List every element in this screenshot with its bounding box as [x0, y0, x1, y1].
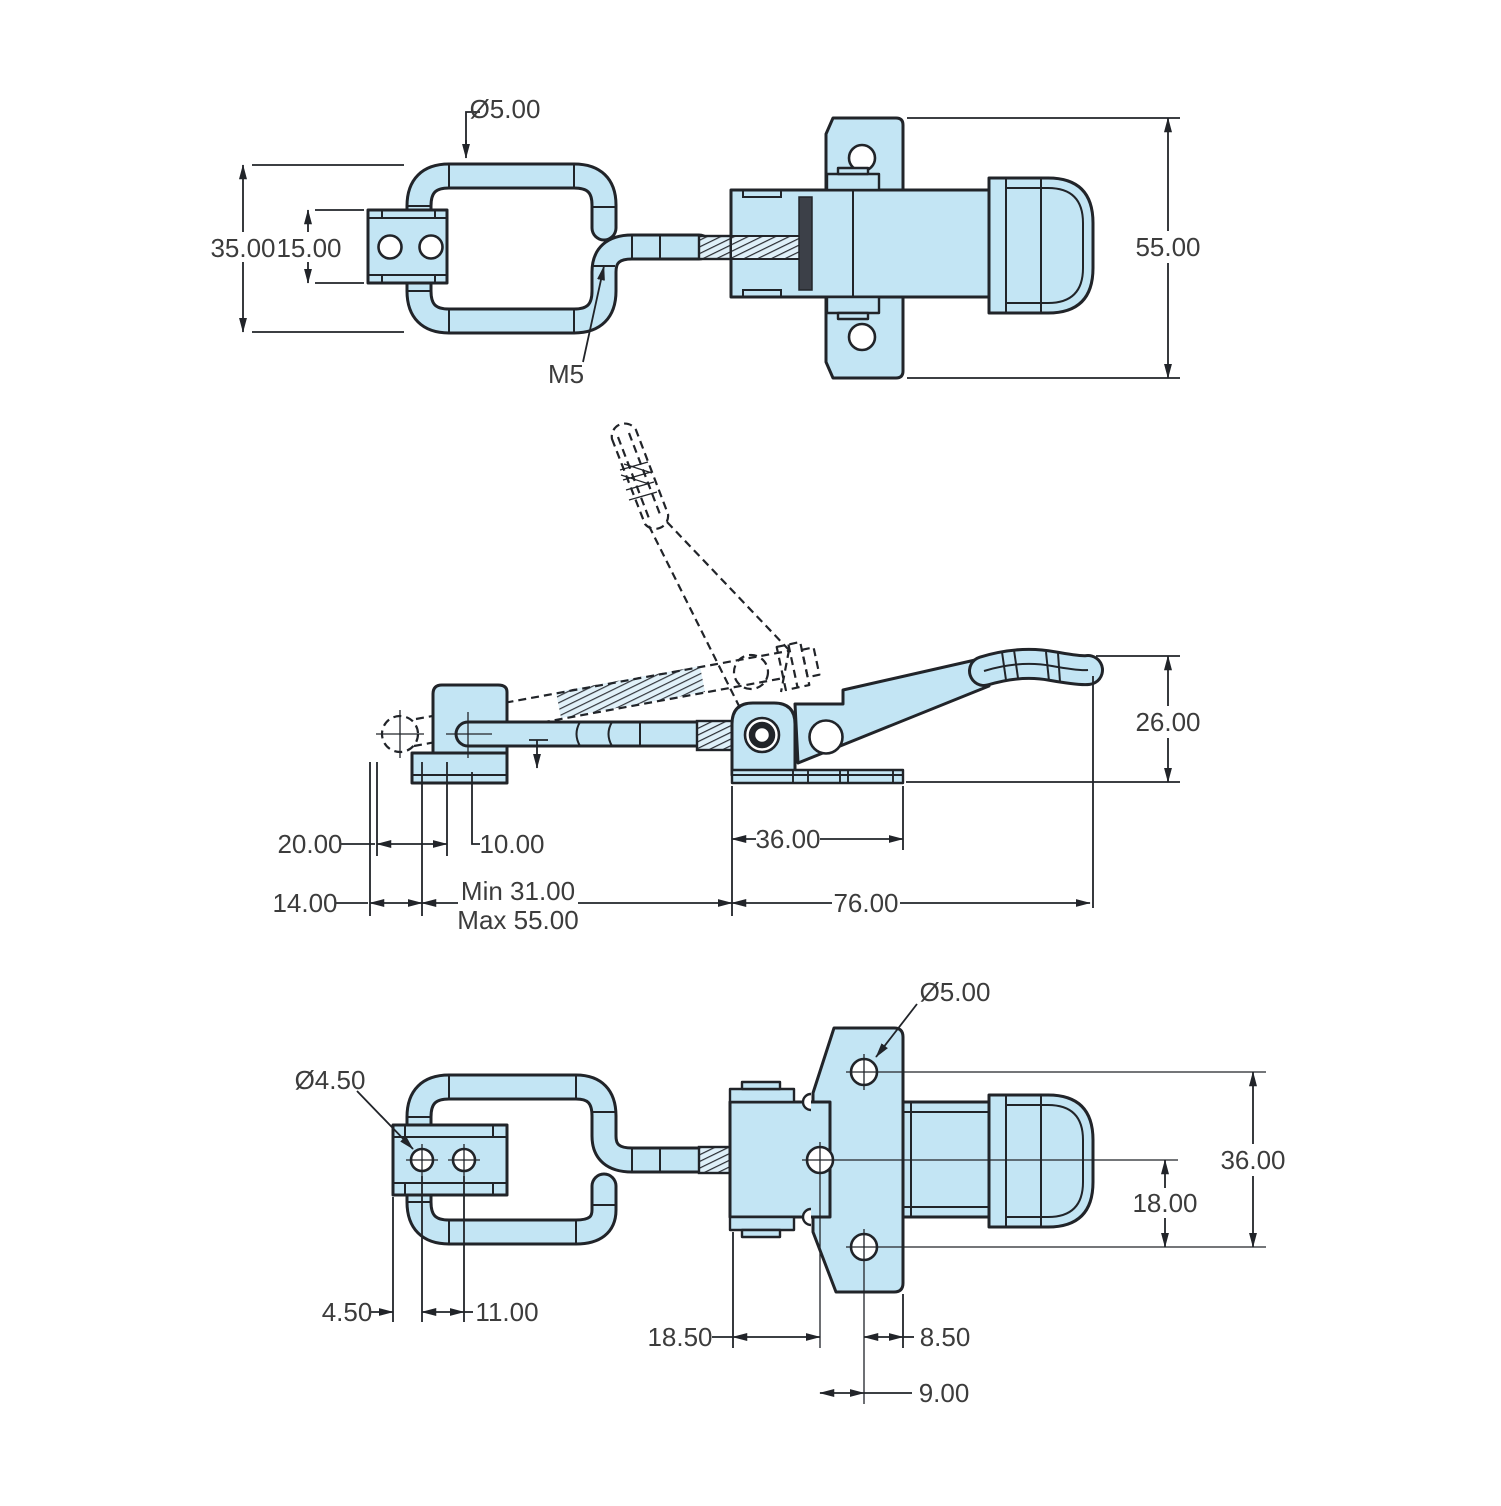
dim-side-reach-max: Max 55.00 — [457, 905, 578, 935]
top-view-dimensions: 35.00 15.00 55.00 Ø5.00 M5 — [210, 94, 1202, 389]
spring-screw-bottom — [825, 295, 881, 315]
wire-loop-top — [405, 162, 713, 335]
bottom-view-dimensions: Ø4.50 Ø5.00 4.50 11.00 18.50 8.50 9.00 3… — [295, 977, 1287, 1408]
spring-screw-b-top — [740, 1080, 782, 1091]
dim-bottom-catch-edge: 4.50 — [322, 1297, 373, 1327]
adjust-nut-top — [798, 196, 813, 291]
dim-side-reach-min: Min 31.00 — [461, 876, 575, 906]
lever-assembly-side — [730, 647, 1104, 785]
threaded-rod-side — [695, 719, 735, 752]
dim-top-body-length: 55.00 — [1135, 232, 1200, 262]
dim-bottom-hole-to-edge: 8.50 — [920, 1322, 971, 1352]
dim-bottom-edge-to-hole: 18.50 — [647, 1322, 712, 1352]
ghost-lever-hole — [732, 653, 770, 691]
catch-hole-left — [377, 234, 403, 260]
side-view-dimensions: 26.00 20.00 10.00 14.00 36.00 Min 31.00 … — [272, 655, 1202, 935]
mount-hole-bottom — [847, 322, 877, 352]
dim-bottom-mount-hole-dia: Ø5.00 — [920, 977, 991, 1007]
open-position-ghost — [376, 422, 821, 758]
label-thread-size: M5 — [548, 359, 584, 389]
catch-base-side — [410, 751, 509, 785]
spring-screw-b-bottom — [740, 1228, 782, 1239]
dim-side-loop-height: 10.00 — [479, 829, 544, 859]
dim-bottom-mount-span: 36.00 — [1220, 1145, 1285, 1175]
dim-side-base-length: 36.00 — [755, 824, 820, 854]
catch-bracket-top — [366, 208, 449, 285]
wire-loop-bottom — [405, 1073, 713, 1246]
bottom-view: Ø4.50 Ø5.00 4.50 11.00 18.50 8.50 9.00 3… — [295, 977, 1287, 1408]
ghost-nut — [775, 640, 821, 692]
top-view: 35.00 15.00 55.00 Ø5.00 M5 — [210, 94, 1202, 389]
dim-side-overall-length: 76.00 — [833, 888, 898, 918]
dim-bottom-hole-stagger: 9.00 — [919, 1378, 970, 1408]
latch-body-top — [729, 166, 992, 321]
catch-hole-right — [418, 234, 444, 260]
side-view: 26.00 20.00 10.00 14.00 36.00 Min 31.00 … — [272, 422, 1202, 935]
rod-inside-housing — [730, 235, 802, 260]
dim-bottom-catch-spacing: 11.00 — [475, 1297, 538, 1327]
spring-screw-top — [825, 172, 881, 192]
rear-body-bottom — [901, 1093, 1095, 1229]
catch-plate-bottom — [391, 1123, 509, 1197]
mount-holes-bottom — [802, 1054, 1266, 1404]
threaded-rod-bottom — [697, 1145, 732, 1175]
end-cap-top — [987, 176, 1095, 315]
dim-bottom-mid-span: 18.00 — [1132, 1188, 1197, 1218]
ghost-handle — [610, 422, 670, 530]
dim-bottom-catch-hole-dia: Ø4.50 — [295, 1065, 366, 1095]
dim-top-overall-width: 35.00 — [210, 233, 275, 263]
base-plate-side — [730, 768, 905, 785]
dim-top-wire-diameter: Ø5.00 — [470, 94, 541, 124]
loop-arm-side — [446, 712, 711, 758]
catch-assembly-side — [410, 683, 509, 785]
dim-side-catch-length: 20.00 — [277, 829, 342, 859]
lever-hole-side — [808, 719, 844, 755]
dim-top-catch-width: 15.00 — [276, 233, 341, 263]
dim-side-catch-hole-offset: 14.00 — [272, 888, 337, 918]
ghost-rod-threads — [556, 666, 705, 718]
dim-side-handle-height: 26.00 — [1135, 707, 1200, 737]
